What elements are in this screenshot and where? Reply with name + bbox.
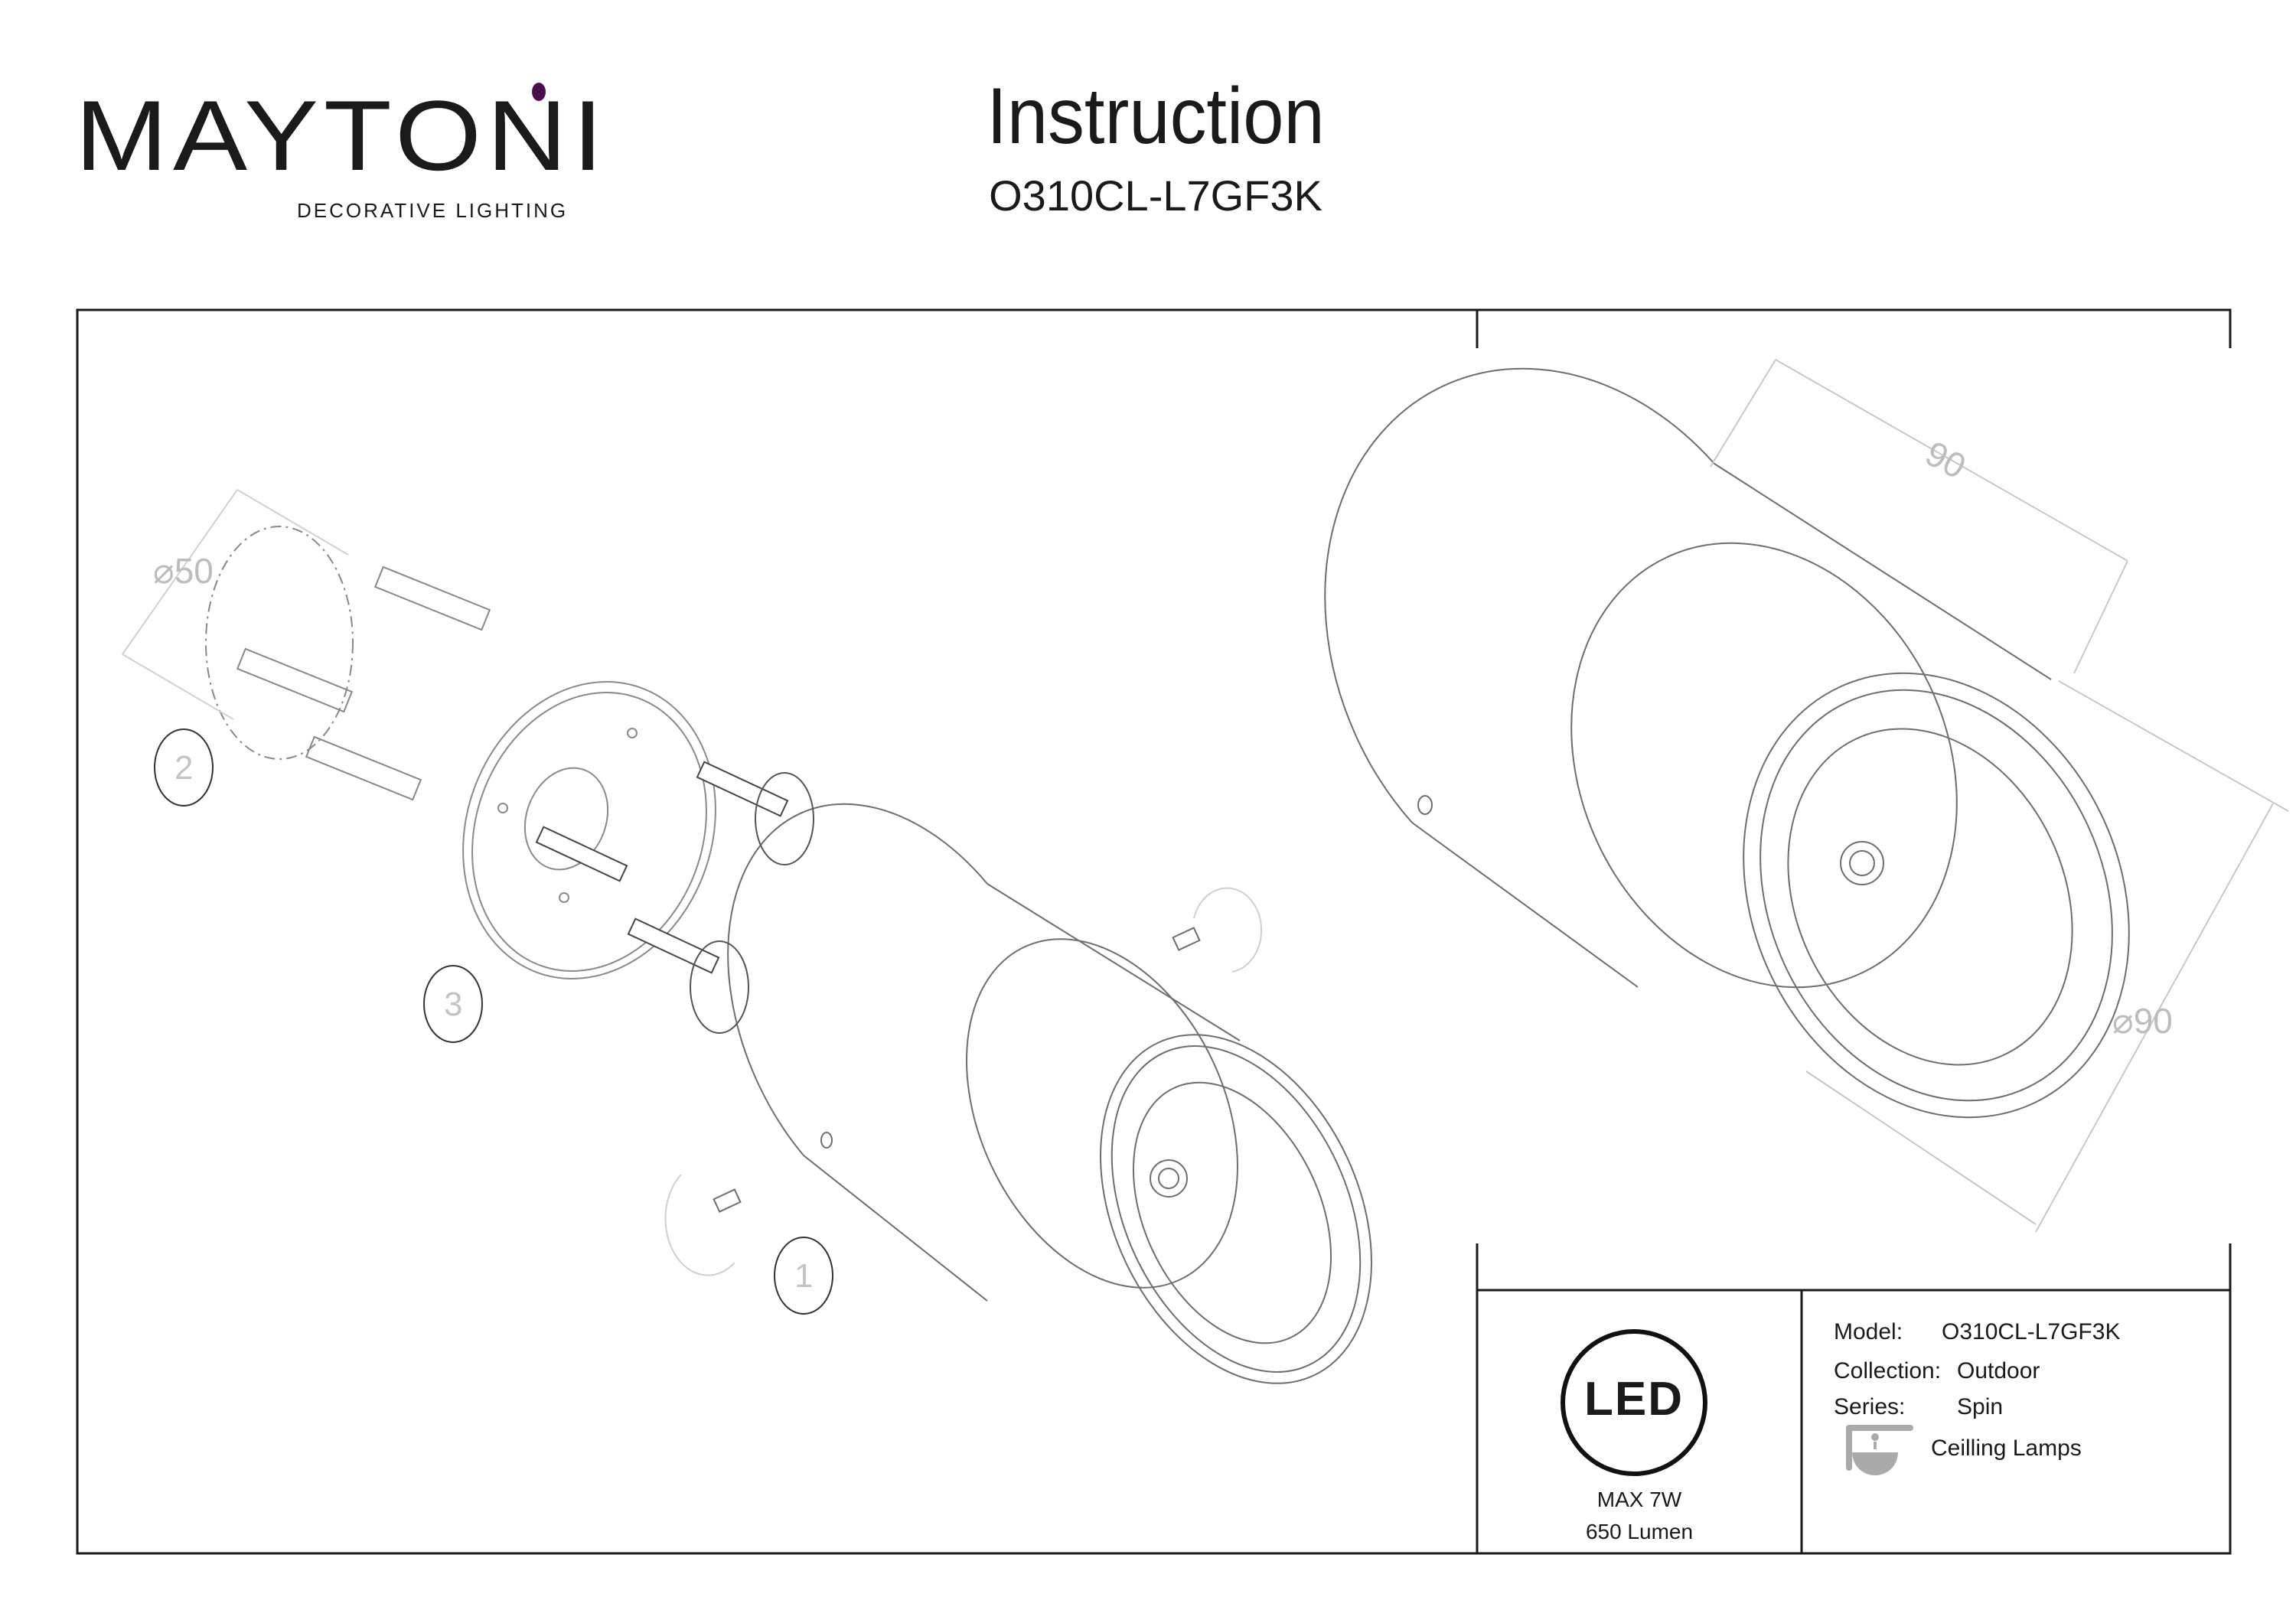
lumen-output: 650 Lumen: [1585, 1520, 1694, 1543]
model-value: O310CL-L7GF3K: [1942, 1319, 2121, 1344]
led-label: LED: [1584, 1373, 1684, 1426]
mounting-plate: [462, 681, 716, 979]
page-title: Instruction: [987, 72, 1325, 161]
collection-value: Outdoor: [1957, 1358, 2040, 1383]
model-label: Model:: [1834, 1319, 1903, 1344]
led-icon: [1561, 1329, 1707, 1476]
wall-plugs: [205, 526, 491, 801]
ceiling-lamp-icon: [1846, 1425, 1913, 1475]
collection-label: Collection:: [1834, 1358, 1942, 1383]
step-3-number: 3: [444, 986, 462, 1023]
max-power: MAX 7W: [1596, 1488, 1682, 1511]
dimension-diameter-90: ⌀90: [2112, 1001, 2173, 1041]
screws: [535, 761, 789, 974]
step-1-number: 1: [794, 1257, 813, 1295]
series-label: Series:: [1834, 1394, 1906, 1419]
logo-dot-icon: [532, 83, 546, 101]
lamp-body: [713, 803, 1372, 1384]
dimension-diameter-50: ⌀50: [153, 551, 214, 591]
series-value: Spin: [1957, 1394, 2004, 1419]
brand-tagline: DECORATIVE LIGHTING: [297, 199, 569, 222]
brand-logo: MAYTONI: [75, 80, 608, 191]
model-code: O310CL-L7GF3K: [989, 171, 1322, 220]
lamp-dimension-view: [1324, 367, 2130, 1119]
category-label: Ceilling Lamps: [1931, 1436, 2082, 1461]
frame: [76, 308, 2232, 1555]
dimension-length: 90: [1919, 433, 1973, 487]
step-2-number: 2: [174, 749, 193, 787]
